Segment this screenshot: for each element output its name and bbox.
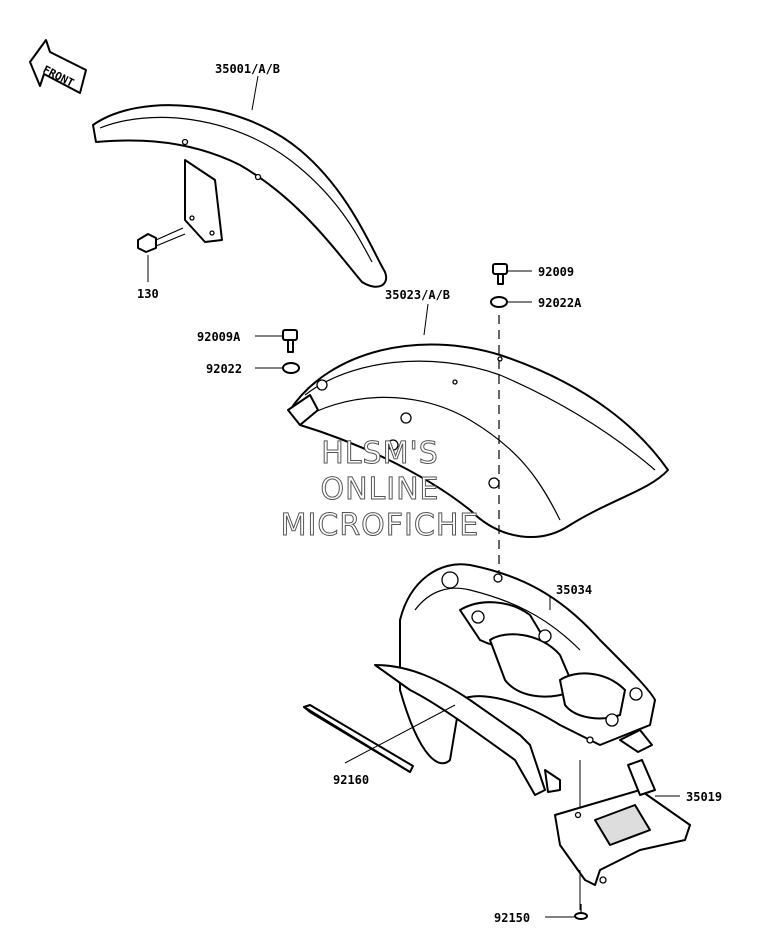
label-130: 130 [137, 287, 159, 301]
inner-fender [374, 563, 656, 796]
screw-92150 [574, 904, 588, 920]
washer-92022a [490, 296, 508, 308]
bolt-92009 [492, 263, 508, 285]
label-35019: 35019 [686, 790, 722, 804]
label-35034: 35034 [556, 583, 592, 597]
bolt-130 [137, 227, 186, 253]
watermark-line2: ONLINE [320, 472, 439, 507]
label-92009a: 92009A [197, 330, 241, 344]
front-arrow-icon: FRONT [29, 39, 87, 94]
label-35023: 35023/A/B [385, 288, 450, 302]
label-92009: 92009 [538, 265, 574, 279]
pad-92160 [303, 704, 414, 773]
washer-92022 [282, 362, 300, 374]
watermark: HLSM'S ONLINE MICROFICHE [280, 436, 480, 544]
rear-fender [287, 343, 669, 538]
label-92160: 92160 [333, 773, 369, 787]
bracket-35019 [554, 759, 691, 886]
label-92022: 92022 [206, 362, 242, 376]
label-92022a: 92022A [538, 296, 582, 310]
label-92150: 92150 [494, 911, 530, 925]
label-35001: 35001/A/B [215, 62, 280, 76]
bolt-92009a [282, 329, 298, 353]
front-fender [92, 104, 388, 288]
watermark-line3: MICROFICHE [281, 508, 480, 543]
watermark-line1: HLSM'S [321, 436, 439, 471]
